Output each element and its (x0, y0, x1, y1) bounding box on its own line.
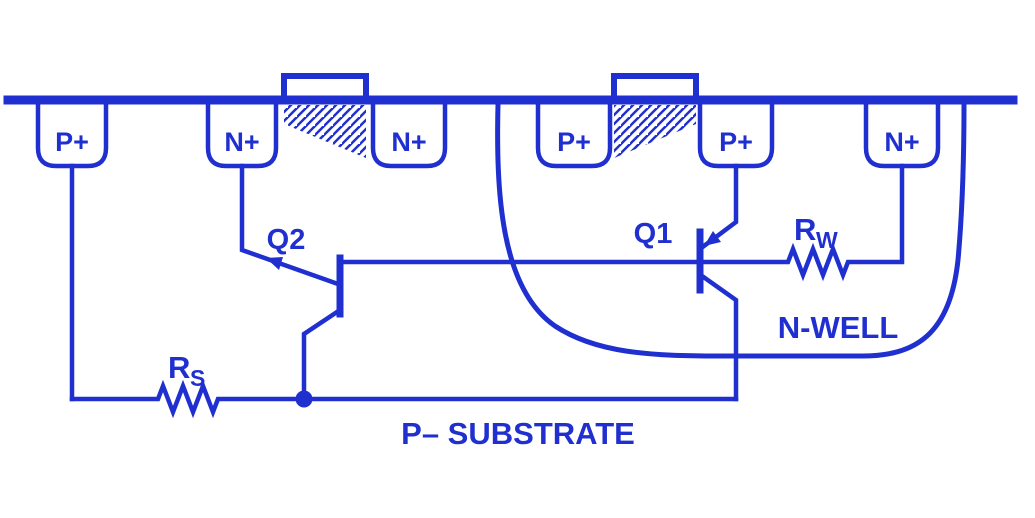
region-label-p-plus-2: P+ (557, 127, 591, 157)
region-label-n-plus-3: N+ (884, 127, 919, 157)
q2-emitter-arrow (266, 257, 283, 270)
region-label-n-plus-2: N+ (391, 127, 426, 157)
q1-collector-lead (698, 272, 739, 402)
rw-subscript: W (816, 227, 838, 253)
region-label-p-plus-3: P+ (719, 127, 753, 157)
q2-emitter-lead (239, 163, 341, 287)
p-plus-region-pmos-drain (535, 100, 613, 169)
q2-label: Q2 (267, 224, 306, 256)
q1-emitter-arrow (704, 231, 721, 246)
n-plus-region-nmos-drain (370, 100, 448, 169)
substrate-rail-with-rs (69, 379, 739, 419)
rs-subscript: S (190, 365, 205, 391)
gate-channel-hatch-nmos (284, 105, 366, 158)
n-well-label: N-WELL (778, 310, 899, 345)
rs-label: R (168, 350, 190, 385)
rw-label: R (794, 212, 816, 247)
gate-channel-hatch-pmos (614, 105, 696, 158)
q1-emitter-lead (700, 163, 739, 250)
well-rail-with-rw (697, 163, 905, 282)
q2-to-substrate-node (301, 306, 344, 402)
region-label-p-plus-1: P+ (55, 127, 89, 157)
q1-label: Q1 (634, 218, 673, 250)
substrate-node-dot (295, 390, 313, 408)
substrate-label: P– SUBSTRATE (401, 416, 635, 451)
region-label-n-plus-1: N+ (224, 127, 259, 157)
